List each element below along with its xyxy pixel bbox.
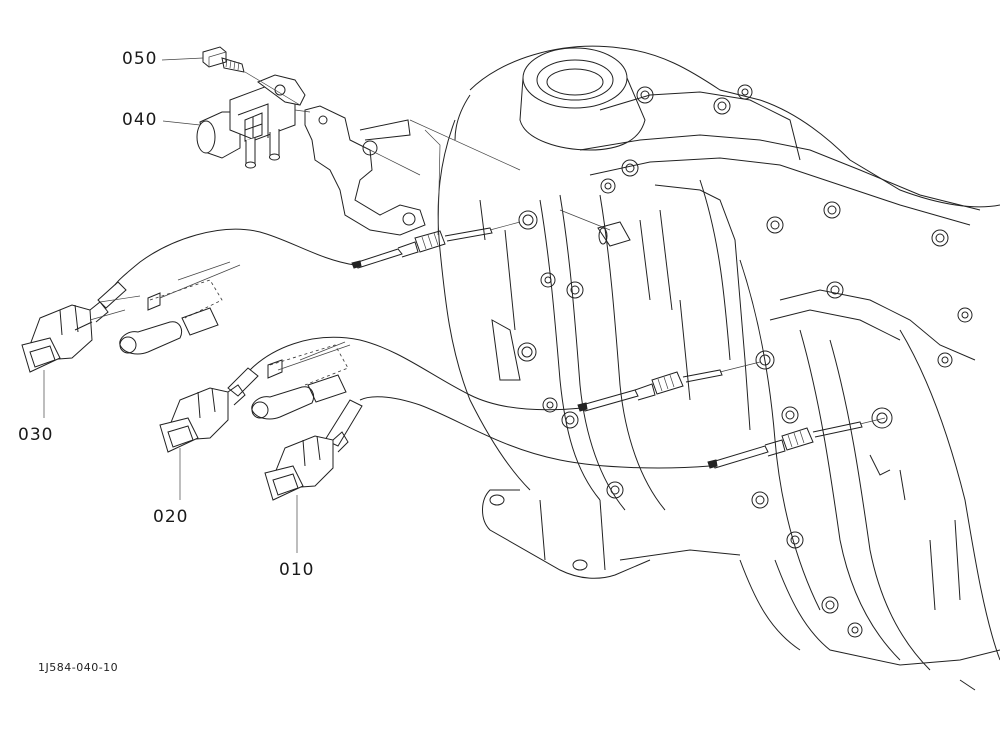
leader-lines — [43, 57, 298, 553]
sensor-mounting-bracket — [304, 105, 426, 236]
pressure-sensor-040 — [196, 74, 306, 169]
figure-id: 1J584-040-10 — [38, 661, 119, 674]
engine-exhaust-manifold — [437, 45, 1000, 691]
part-label-030: 030 — [18, 425, 54, 445]
temperature-sensor-020 — [159, 336, 761, 453]
part-label-040: 040 — [122, 110, 158, 130]
temperature-sensor-030 — [21, 221, 521, 373]
part-label-050: 050 — [122, 49, 158, 69]
bolt-050 — [202, 46, 245, 73]
temperature-sensor-010 — [264, 396, 886, 501]
part-label-010: 010 — [279, 560, 315, 580]
part-label-020: 020 — [153, 507, 189, 527]
